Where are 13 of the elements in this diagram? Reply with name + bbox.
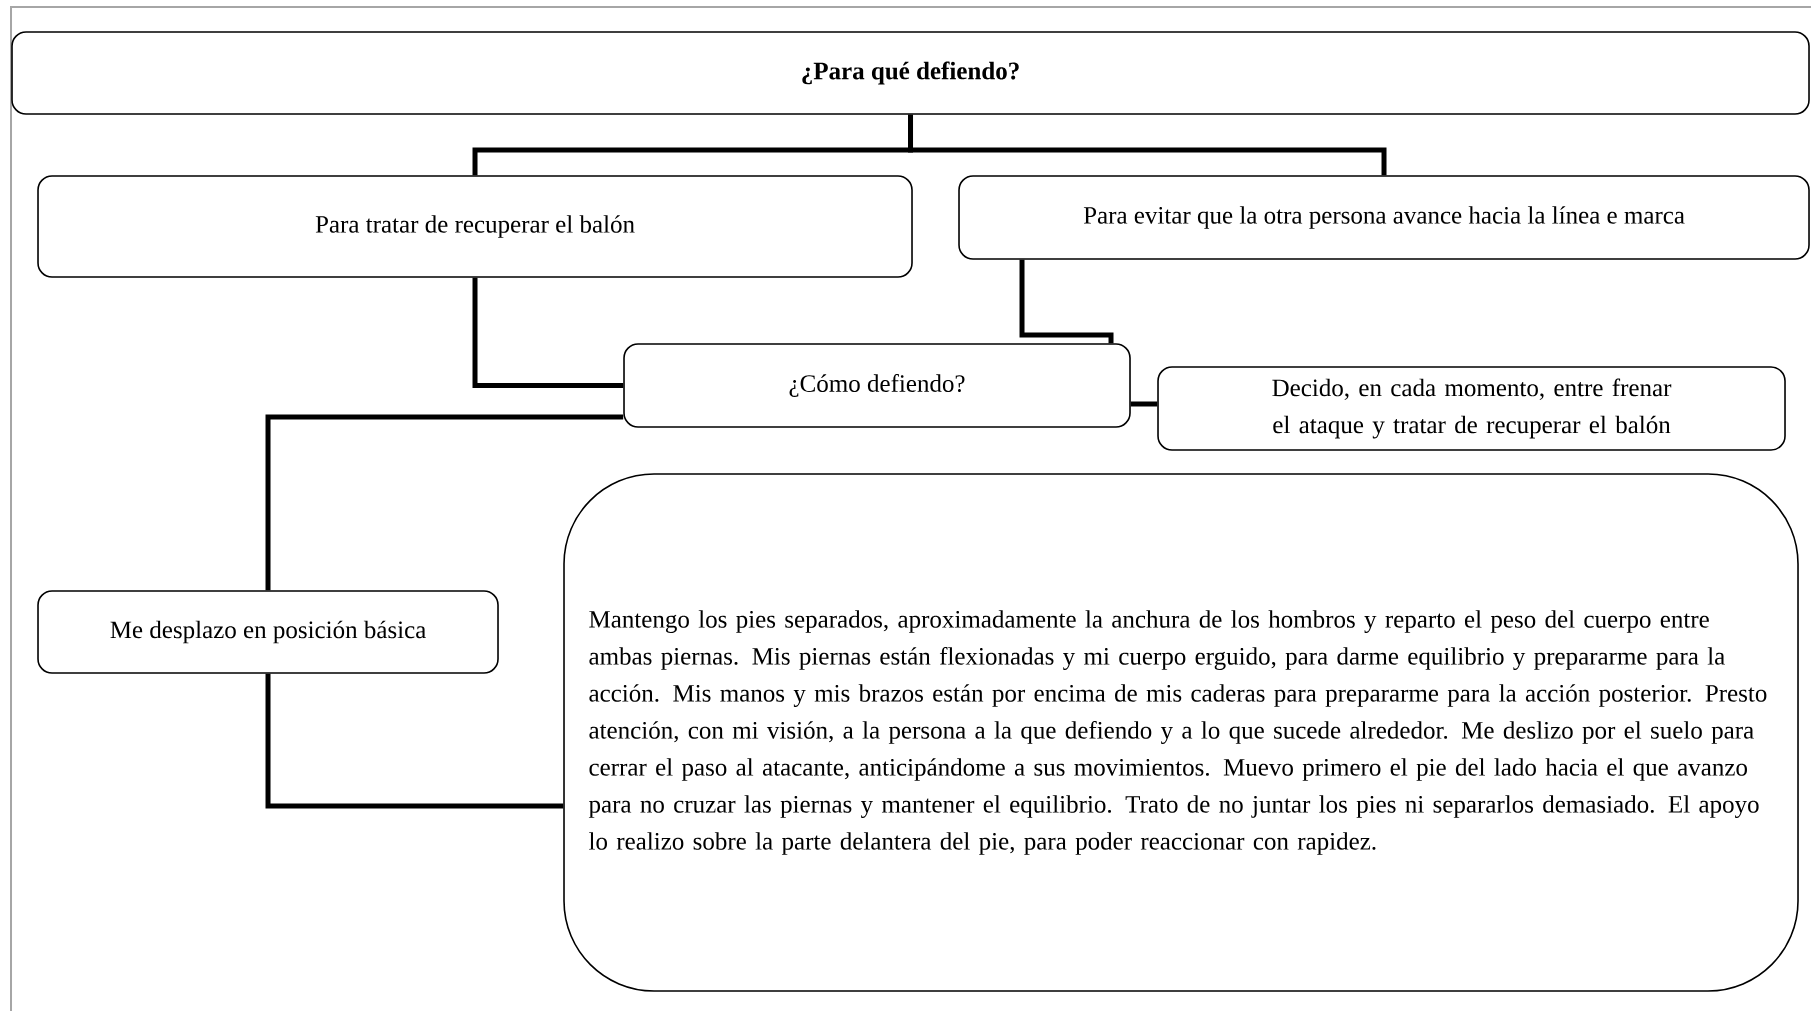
connector-line: [265, 414, 624, 591]
description-box: Mantengo los pies separados, aproximadamente la anchura de los hombros y reparto el peso del cuerpo entre ambas piernas. Mis piernas están flexionadas y mi cuerpo erguido, para darme equilibrio y prepararme para la acción. Mis manos y mis brazos están por encima de mis caderas para prepararme para la acción posterior. Presto atención, con mi visión, a la persona a la que defiendo y a lo que sucede alrededor. Me deslizo por el suelo para cerrar el paso al atacante, anticipándome a sus movimientos. Muevo primero el pie del lado hacia el que avanzo para no cruzar las piernas y mantener el equilibrio. Trato de no juntar los pies ni separarlos demasiado. El apoyo lo realizo sobre la parte delantera del pie, para poder reaccionar con rapidez.: [563, 473, 1799, 992]
process-box: Me desplazo en posición básica: [37, 590, 499, 674]
process-box: Para evitar que la otra persona avance hacia la línea e marca: [958, 175, 1810, 260]
connector-line: [1130, 401, 1158, 407]
process-box: Para tratar de recuperar el balón: [37, 175, 913, 278]
connector-line: [265, 673, 564, 809]
process-box: Decido, en cada momento, entre frenar el ataque y tratar de recuperar el balón: [1157, 366, 1786, 451]
question-box: ¿Cómo defiendo?: [623, 343, 1131, 428]
title-box: ¿Para qué defiendo?: [11, 31, 1810, 115]
connector-line: [472, 277, 624, 388]
connector-line: [1019, 259, 1114, 344]
connector-line: [908, 114, 1387, 176]
